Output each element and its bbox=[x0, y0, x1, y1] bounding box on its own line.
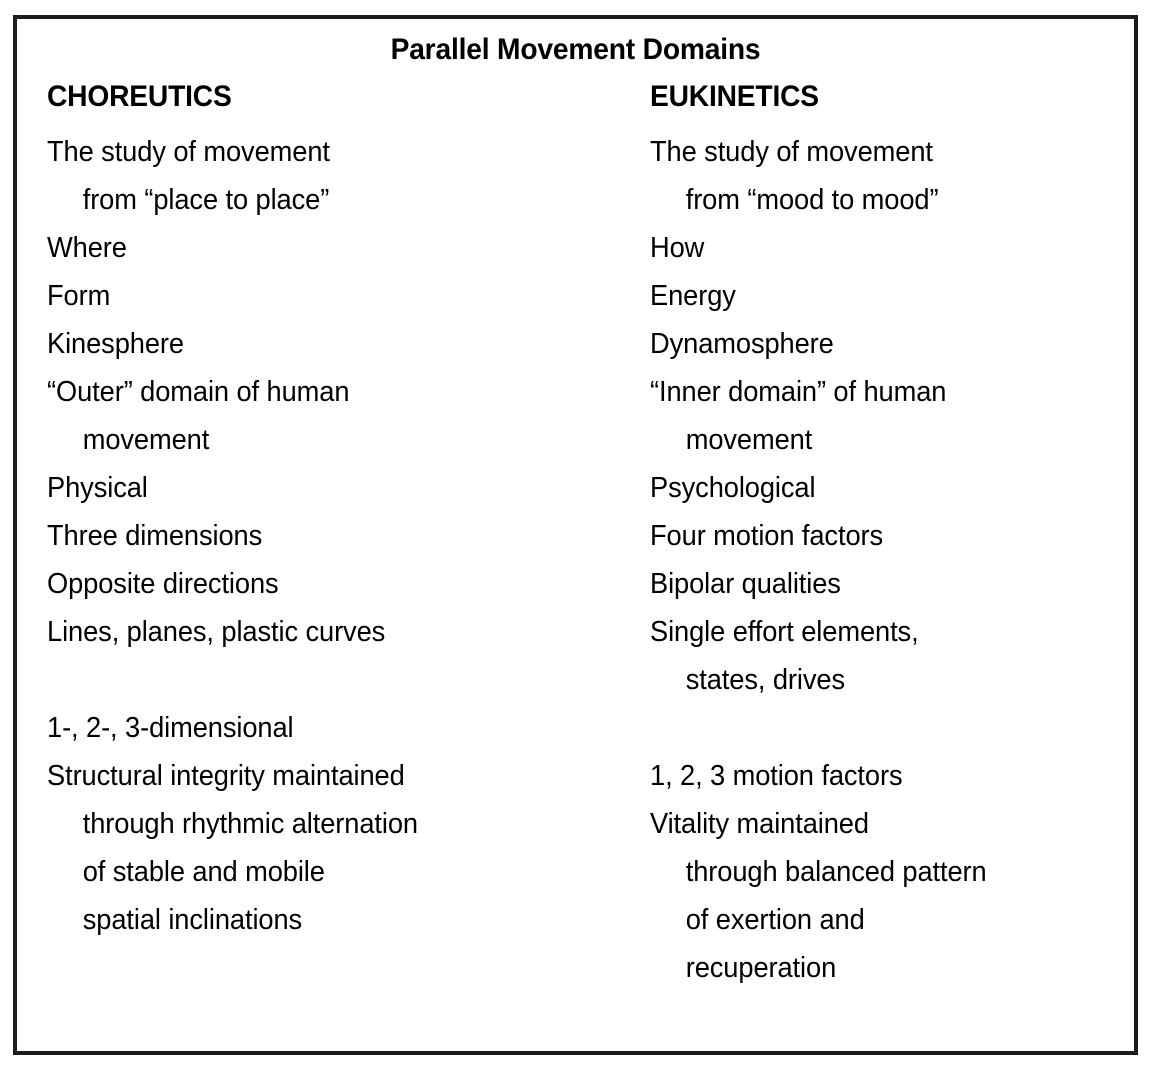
list-item: Structural integrity maintained through … bbox=[47, 760, 418, 936]
column-rows-eukinetics: The study of movement from “mood to mood… bbox=[650, 128, 1129, 992]
list-item: The study of movement from “place to pla… bbox=[47, 136, 330, 216]
list-item: Bipolar qualities bbox=[650, 568, 841, 600]
list-item: “Inner domain” of human movement bbox=[650, 376, 947, 456]
list-item: Three dimensions bbox=[47, 520, 263, 552]
list-item: Single effort elements, states, drives bbox=[650, 616, 919, 696]
list-item: Physical bbox=[47, 472, 148, 504]
column-header-eukinetics: EUKINETICS bbox=[650, 80, 819, 113]
list-item: Psychological bbox=[650, 472, 816, 504]
column-choreutics: CHOREUTICS The study of movement from “p… bbox=[47, 79, 630, 944]
list-item: Dynamosphere bbox=[650, 328, 834, 360]
list-item: “Outer” domain of human movement bbox=[47, 376, 350, 456]
column-eukinetics: EUKINETICS The study of movement from “m… bbox=[650, 79, 1129, 992]
column-rows-choreutics: The study of movement from “place to pla… bbox=[47, 128, 630, 944]
figure-frame: Parallel Movement Domains CHOREUTICS The… bbox=[13, 15, 1138, 1055]
list-item: 1-, 2-, 3-dimensional bbox=[47, 712, 294, 744]
list-item: How bbox=[650, 232, 705, 264]
list-item: Vitality maintained through balanced pat… bbox=[650, 808, 987, 984]
list-item: Form bbox=[47, 280, 111, 312]
list-item: Four motion factors bbox=[650, 520, 884, 552]
column-header-choreutics: CHOREUTICS bbox=[47, 80, 232, 113]
list-item: Opposite directions bbox=[47, 568, 279, 600]
list-item: Energy bbox=[650, 280, 736, 312]
list-item: Lines, planes, plastic curves bbox=[47, 616, 386, 648]
list-item: Kinesphere bbox=[47, 328, 184, 360]
list-item: 1, 2, 3 motion factors bbox=[650, 760, 903, 792]
figure-title: Parallel Movement Domains bbox=[390, 33, 761, 66]
list-item: The study of movement from “mood to mood… bbox=[650, 136, 939, 216]
list-item: Where bbox=[47, 232, 127, 264]
